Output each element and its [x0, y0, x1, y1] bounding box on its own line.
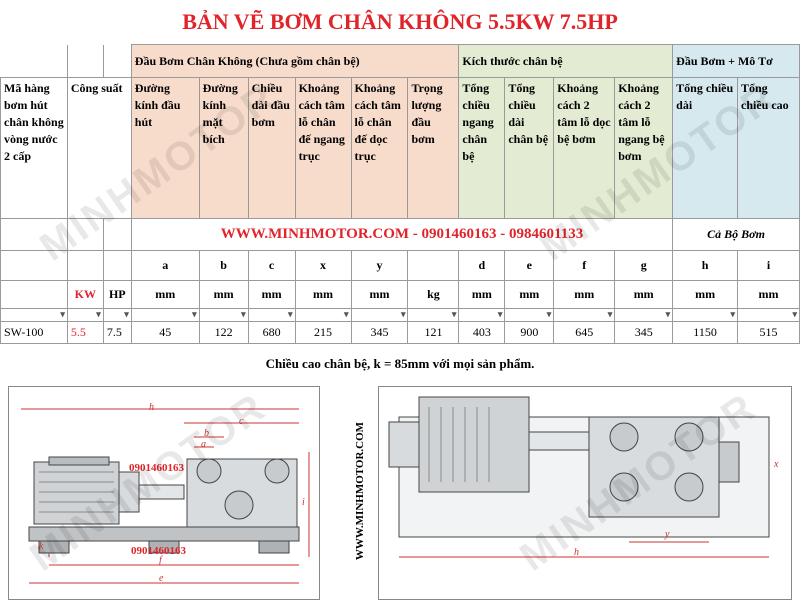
dim-label: c	[239, 416, 244, 427]
letter-cell: h	[672, 250, 738, 281]
header-e: Tổng chiều dài chân bệ	[504, 77, 555, 219]
dim-label: k	[39, 541, 44, 552]
filter-dropdown[interactable]	[247, 308, 296, 322]
unit-hp: HP	[102, 280, 132, 309]
group-pump: Đầu Bơm Chân Không (Chưa gồm chân bệ)	[130, 44, 460, 78]
value-cell: 45	[130, 321, 200, 344]
header-a: Đường kính đầu hút	[130, 77, 200, 219]
value-cell: 215	[294, 321, 352, 344]
top-view-diagram	[388, 396, 770, 558]
vertical-url-text: WWW.MINHMOTOR.COM	[350, 400, 370, 590]
model-cell: SW-100	[0, 321, 68, 344]
group-motor: Đầu Bơm + Mô Tơ	[672, 44, 800, 78]
dim-label: e	[159, 573, 164, 584]
page-title: BẢN VẼ BƠM CHÂN KHÔNG 5.5KW 7.5HP	[182, 9, 618, 34]
ca-bo-bom-label: Cả Bộ Bơm	[672, 218, 800, 251]
filter-dropdown[interactable]	[130, 308, 200, 322]
unit-cell: mm	[504, 280, 555, 309]
unit-cell: mm	[350, 280, 409, 309]
kw-cell: 5.5	[66, 321, 104, 344]
dim-label: y	[665, 529, 670, 540]
dim-label: f	[159, 555, 162, 566]
header-i: Tổng chiều cao	[737, 77, 800, 219]
dim-label: x	[774, 459, 779, 470]
header-y: Khoảng cách tâm lỗ chân đế dọc trục	[350, 77, 409, 219]
unit-cell: mm	[458, 280, 506, 309]
header-x: Khoảng cách tâm lỗ chân đế ngang trục	[294, 77, 352, 219]
filter-dropdown[interactable]	[294, 308, 352, 322]
unit-cell: kg	[407, 280, 460, 309]
unit-kw: KW	[66, 280, 104, 309]
spec-table: Đầu Bơm Chân Không (Chưa gồm chân bệ) Kí…	[0, 44, 800, 344]
filter-dropdown[interactable]	[350, 308, 409, 322]
dim-label: i	[302, 497, 305, 508]
header-c: Chiều dài đầu bơm	[247, 77, 296, 219]
value-cell: 345	[350, 321, 409, 344]
letter-cell: i	[737, 250, 800, 281]
unit-cell: mm	[247, 280, 296, 309]
filter-dropdown[interactable]	[458, 308, 506, 322]
unit-cell: mm	[737, 280, 800, 309]
letter-cell: g	[614, 250, 674, 281]
value-cell: 403	[458, 321, 506, 344]
filter-dropdown[interactable]	[737, 308, 800, 322]
letter-cell: x	[294, 250, 352, 281]
watermark-url: WWW.MINHMOTOR.COM	[354, 421, 366, 561]
drawing-phone: 0901460163	[131, 545, 186, 557]
side-view-drawing: h c b a i k f e 0901460163 0901460163	[8, 386, 320, 600]
value-cell: 515	[737, 321, 800, 344]
letter-cell: e	[504, 250, 555, 281]
dim-label: h	[574, 547, 579, 558]
dim-label: h	[149, 402, 154, 413]
header-b: Đường kính mặt bích	[198, 77, 249, 219]
drawing-phone: 0901460163	[129, 462, 184, 474]
filter-dropdown[interactable]	[672, 308, 738, 322]
unit-cell: mm	[614, 280, 674, 309]
unit-cell: mm	[198, 280, 249, 309]
value-cell: 645	[553, 321, 616, 344]
filter-dropdown[interactable]	[198, 308, 249, 322]
filter-dropdown[interactable]	[0, 308, 68, 322]
letter-cell: b	[198, 250, 249, 281]
header-h: Tổng chiều dài	[672, 77, 738, 219]
value-cell: 122	[198, 321, 249, 344]
header-d: Tổng chiều ngang chân bệ	[458, 77, 506, 219]
filter-dropdown[interactable]	[504, 308, 555, 322]
letter-cell: d	[458, 250, 506, 281]
hp-cell: 7.5	[102, 321, 132, 344]
letter-cell: a	[130, 250, 200, 281]
side-view-diagram	[21, 408, 310, 584]
top-view-drawing: x y h	[378, 386, 792, 600]
letter-cell: y	[350, 250, 409, 281]
value-cell: 680	[247, 321, 296, 344]
value-cell: 900	[504, 321, 555, 344]
unit-cell: mm	[553, 280, 616, 309]
unit-cell: mm	[130, 280, 200, 309]
header-weight: Trọng lượng đầu bơm	[407, 77, 460, 219]
filter-dropdown[interactable]	[614, 308, 674, 322]
letter-cell: f	[553, 250, 616, 281]
header-power: Công suất	[66, 77, 132, 219]
filter-dropdown[interactable]	[553, 308, 616, 322]
base-height-note: Chiều cao chân bệ, k = 85mm với mọi sản …	[265, 356, 535, 371]
unit-cell: mm	[294, 280, 352, 309]
value-cell: 345	[614, 321, 674, 344]
header-model: Mã hàng bơm hút chân không vòng nước 2 c…	[0, 77, 68, 219]
group-base: Kích thước chân bệ	[458, 44, 674, 78]
dim-label: b	[204, 428, 209, 439]
letter-cell: c	[247, 250, 296, 281]
filter-dropdown[interactable]	[66, 308, 104, 322]
value-cell: 1150	[672, 321, 738, 344]
filter-dropdown[interactable]	[407, 308, 460, 322]
filter-dropdown[interactable]	[102, 308, 132, 322]
header-f: Khoảng cách 2 tâm lỗ dọc bệ bơm	[553, 77, 616, 219]
header-g: Khoảng cách 2 tâm lỗ ngang bệ bơm	[614, 77, 674, 219]
letter-cell	[407, 250, 460, 281]
unit-cell: mm	[672, 280, 738, 309]
value-cell: 121	[407, 321, 460, 344]
dim-label: a	[201, 439, 206, 450]
contact-banner: WWW.MINHMOTOR.COM - 0901460163 - 0984601…	[130, 218, 674, 251]
